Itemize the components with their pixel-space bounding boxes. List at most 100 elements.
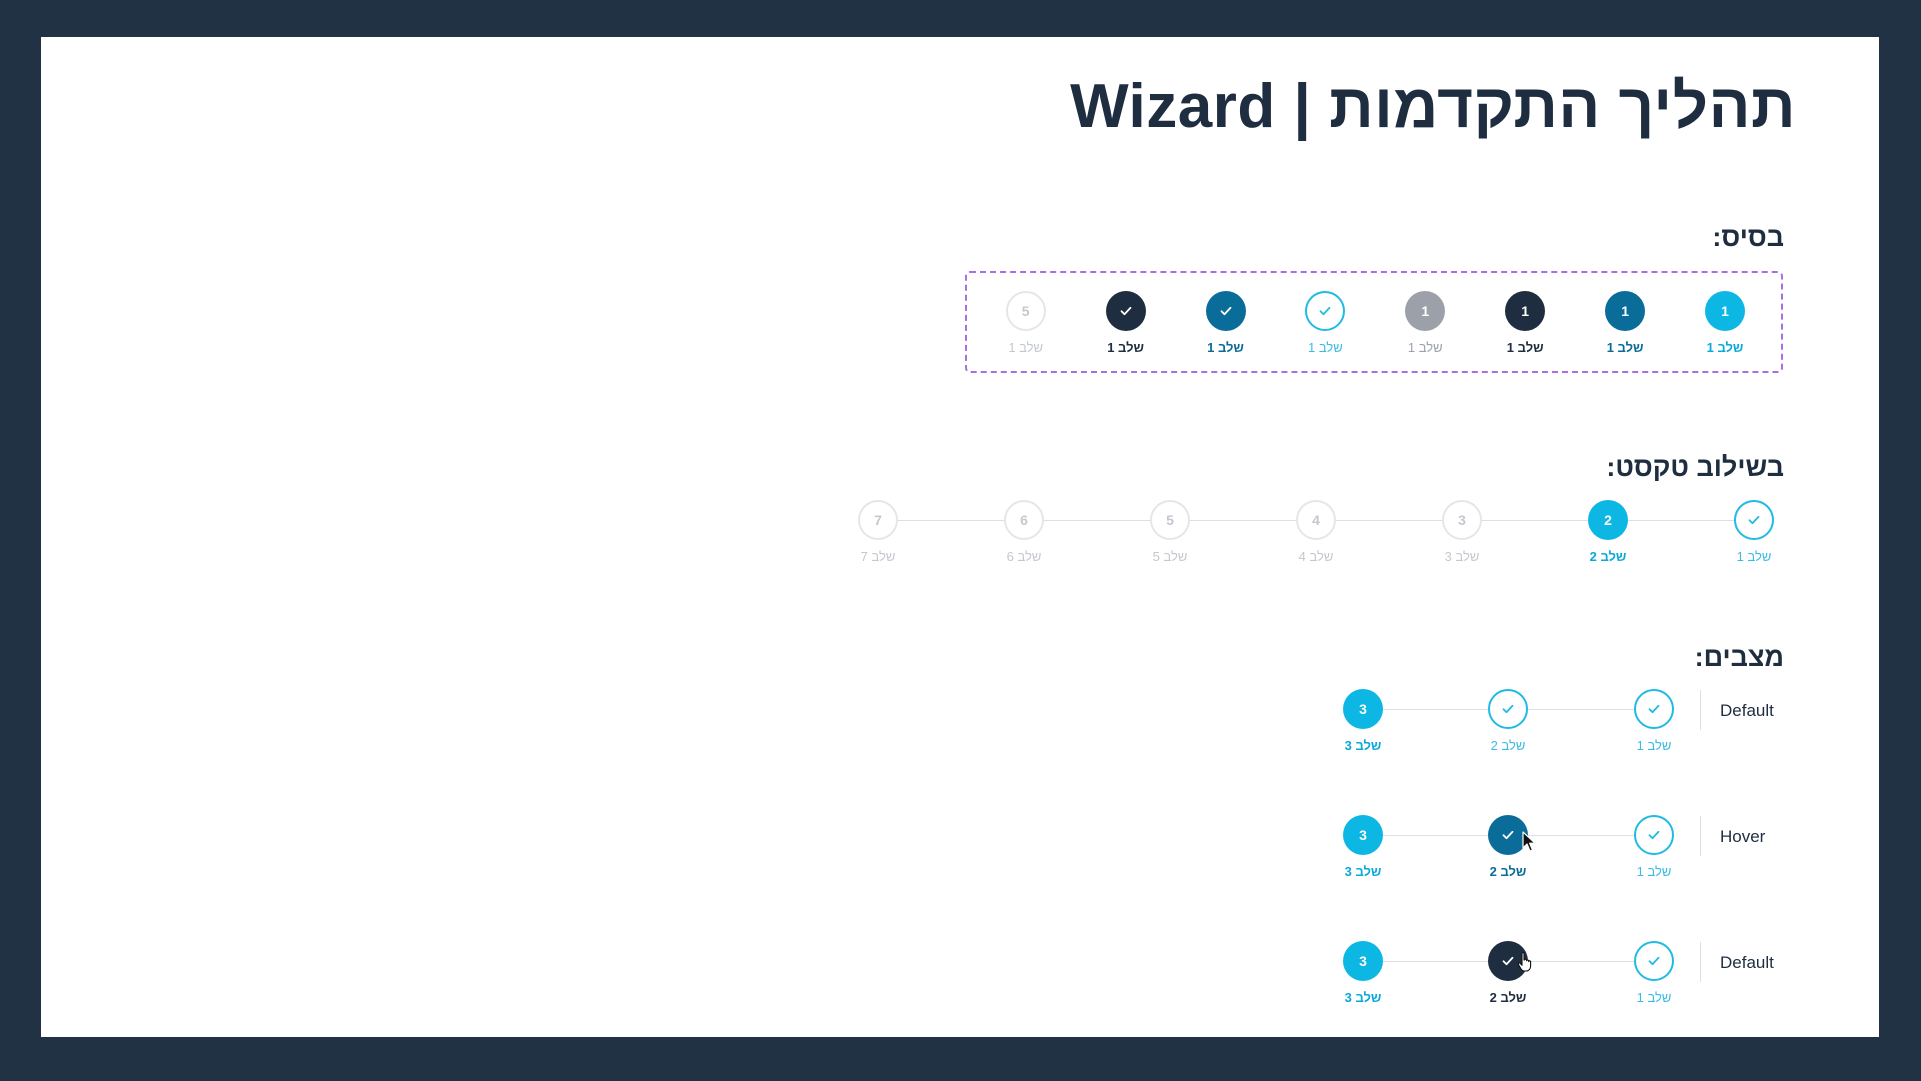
wizard-step[interactable]: שלב 1 [1604, 815, 1704, 879]
check-icon [1646, 827, 1662, 843]
step-connector [1383, 961, 1488, 962]
wizard-step[interactable]: 1 שלב 1 [1475, 291, 1575, 355]
step-connector [898, 520, 1004, 521]
wizard-step[interactable]: 3 שלב 3 [1313, 815, 1413, 879]
step-circle[interactable] [1734, 500, 1774, 540]
step-circle[interactable]: 1 [1505, 291, 1546, 331]
step-circle[interactable]: 5 [1150, 500, 1190, 540]
wizard-step[interactable]: שלב 1 [1275, 291, 1375, 355]
step-number: 3 [1359, 701, 1367, 717]
step-circle[interactable]: 5 [1005, 291, 1046, 331]
step-label: שלב 1 [1636, 990, 1672, 1005]
step-label: שלב 2 [1489, 864, 1527, 879]
step-circle[interactable] [1634, 815, 1674, 855]
check-icon [1118, 303, 1134, 319]
check-icon [1646, 701, 1662, 717]
step-number: 6 [1020, 512, 1028, 528]
step-label: שלב 1 [1736, 549, 1772, 564]
basic-states-frame [965, 271, 1783, 373]
check-icon [1500, 953, 1516, 969]
step-circle[interactable] [1488, 941, 1528, 981]
step-label: שלב 2 [1489, 990, 1527, 1005]
wizard-step[interactable]: 4 שלב 4 [1266, 500, 1366, 564]
wizard-step[interactable]: שלב 1 [1604, 689, 1704, 753]
section-title-basic: בסיס: [1712, 222, 1784, 252]
wizard-step[interactable]: 3 שלב 3 [1313, 689, 1413, 753]
step-connector [1628, 520, 1734, 521]
wizard-step[interactable]: 1 שלב 1 [1375, 291, 1475, 355]
check-icon [1317, 303, 1333, 319]
step-circle[interactable]: 2 [1588, 500, 1628, 540]
step-connector [1383, 835, 1488, 836]
step-circle[interactable]: 7 [858, 500, 898, 540]
step-label: שלב 1 [1107, 340, 1144, 355]
section-title-with-text: בשילוב טקסט: [1606, 452, 1784, 482]
step-circle[interactable]: 3 [1343, 941, 1383, 981]
wizard-step[interactable]: שלב 1 [1604, 941, 1704, 1005]
wizard-step[interactable]: שלב 1 [1704, 500, 1804, 564]
step-circle[interactable]: 6 [1004, 500, 1044, 540]
wizard-step[interactable]: 2 שלב 2 [1558, 500, 1658, 564]
step-connector [1383, 709, 1488, 710]
step-label: שלב 1 [1008, 340, 1044, 355]
wizard-step[interactable]: שלב 2 [1458, 815, 1558, 879]
page-title: תהליך התקדמות | Wizard [1070, 72, 1796, 141]
step-number: 1 [1621, 303, 1629, 319]
step-circle[interactable]: 4 [1296, 500, 1336, 540]
step-label: שלב 5 [1152, 549, 1188, 564]
check-icon [1500, 701, 1516, 717]
wizard-step[interactable]: שלב 1 [1176, 291, 1276, 355]
step-circle[interactable] [1205, 291, 1246, 331]
step-label: שלב 3 [1344, 738, 1382, 753]
step-label: שלב 1 [1606, 340, 1644, 355]
step-circle[interactable] [1488, 815, 1528, 855]
step-circle[interactable] [1634, 941, 1674, 981]
canvas: תהליך התקדמות | Wizard בסיס: 1 שלב 1 1 שלב … [41, 37, 1879, 1037]
check-icon [1646, 953, 1662, 969]
step-connector [1190, 520, 1296, 521]
step-circle[interactable]: 1 [1705, 291, 1745, 331]
wizard-step[interactable]: שלב 1 [1076, 291, 1176, 355]
step-number: 5 [1021, 303, 1030, 319]
step-circle[interactable] [1305, 291, 1346, 331]
state-name: Default [1720, 701, 1774, 720]
state-divider [1700, 690, 1701, 730]
wizard-step[interactable]: 1 שלב 1 [1575, 291, 1675, 355]
step-circle[interactable]: 1 [1405, 291, 1446, 331]
step-label: שלב 3 [1344, 864, 1382, 879]
step-connector [1528, 709, 1634, 710]
step-label: שלב 1 [1407, 340, 1443, 355]
step-label: שלב 1 [1706, 340, 1744, 355]
step-circle[interactable] [1105, 291, 1146, 331]
step-circle[interactable] [1488, 689, 1528, 729]
wizard-step[interactable]: שלב 2 [1458, 689, 1558, 753]
step-connector [1044, 520, 1150, 521]
step-number: 1 [1421, 303, 1430, 319]
step-label: שלב 2 [1589, 549, 1627, 564]
step-circle[interactable]: 3 [1343, 689, 1383, 729]
step-number: 2 [1604, 512, 1612, 528]
step-circle[interactable]: 3 [1343, 815, 1383, 855]
step-circle[interactable]: 1 [1605, 291, 1646, 331]
wizard-step[interactable]: שלב 2 [1458, 941, 1558, 1005]
step-label: שלב 1 [1636, 738, 1672, 753]
step-label: שלב 1 [1636, 864, 1672, 879]
step-connector [1482, 520, 1588, 521]
state-name: Default [1720, 953, 1774, 972]
step-circle[interactable]: 3 [1442, 500, 1482, 540]
wizard-step[interactable]: 1 שלב 1 [1675, 291, 1775, 355]
step-label: שלב 1 [1506, 340, 1544, 355]
check-icon [1218, 303, 1234, 319]
step-connector [1528, 961, 1634, 962]
wizard-step[interactable]: 5 שלב 5 [1120, 500, 1220, 564]
step-label: שלב 4 [1298, 549, 1334, 564]
step-number: 3 [1359, 953, 1367, 969]
step-circle[interactable] [1634, 689, 1674, 729]
step-label: שלב 1 [1207, 340, 1244, 355]
wizard-step[interactable]: 5 שלב 1 [976, 291, 1076, 355]
section-title-states: מצבים: [1694, 642, 1784, 672]
